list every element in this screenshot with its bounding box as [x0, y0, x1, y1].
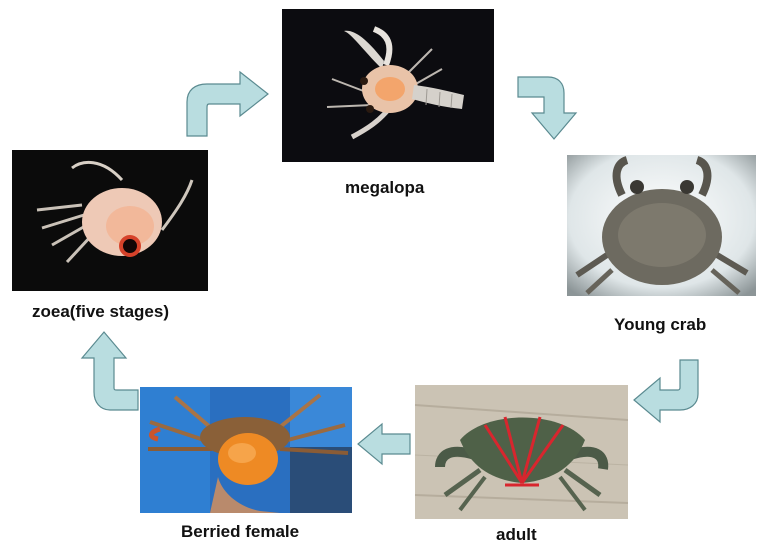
- arrow-young-crab-to-adult: [632, 360, 700, 426]
- young-crab-photo: [567, 155, 756, 296]
- adult-photo: [415, 385, 628, 519]
- arrow-adult-to-berried-female: [356, 422, 412, 466]
- zoea-label: zoea(five stages): [32, 302, 169, 322]
- berried-female-photo: [140, 387, 352, 513]
- arrow-megalopa-to-young-crab: [518, 75, 586, 141]
- arrow-berried-female-to-zoea: [80, 330, 140, 412]
- megalopa-photo: [282, 9, 494, 162]
- arrow-zoea-to-megalopa: [185, 72, 270, 138]
- young-crab-label: Young crab: [614, 315, 706, 335]
- adult-label: adult: [496, 525, 537, 545]
- zoea-photo: [12, 150, 208, 291]
- berried-female-label: Berried female: [181, 522, 299, 542]
- megalopa-label: megalopa: [345, 178, 424, 198]
